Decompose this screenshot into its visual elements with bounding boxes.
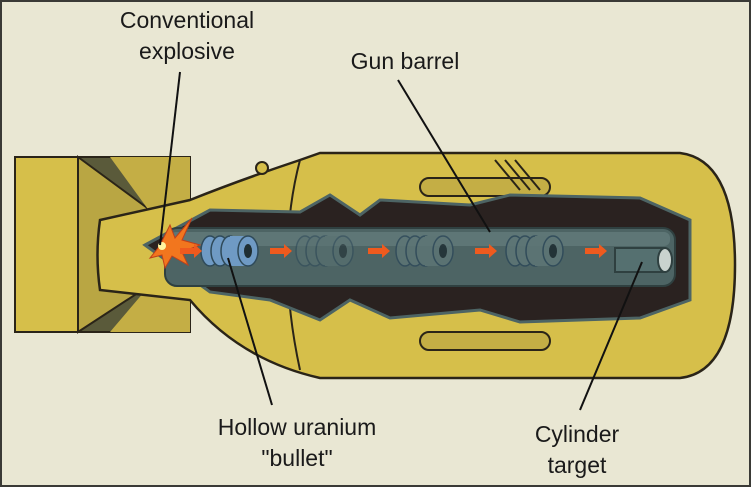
arrow-icon — [180, 244, 202, 258]
leader-lines — [159, 71, 643, 411]
label-line: Conventional — [119, 7, 255, 33]
arrow-icon — [475, 244, 497, 258]
arrow-icon — [368, 244, 390, 258]
arrow-icon — [270, 244, 292, 258]
label-gun-barrel: Gun barrel — [350, 48, 460, 74]
lug — [255, 161, 269, 175]
label-cylinder-target: Cylinder target — [535, 419, 619, 481]
label-line: Hollow uranium — [217, 414, 377, 440]
label-line: target — [547, 452, 607, 478]
uranium-bullet — [505, 235, 564, 267]
label-line: Cylinder — [534, 421, 620, 447]
uranium-bullet — [200, 235, 259, 267]
label-conventional-explosive: Conventional explosive — [120, 5, 254, 67]
explosion-icon — [148, 217, 202, 270]
arrow-icon — [585, 244, 607, 258]
uranium-bullet — [395, 235, 454, 267]
label-hollow-uranium-bullet: Hollow uranium "bullet" — [218, 412, 377, 474]
cylinder-target — [614, 247, 673, 273]
label-line: explosive — [139, 38, 235, 64]
label-line: "bullet" — [261, 445, 333, 471]
uranium-bullet — [295, 235, 354, 267]
